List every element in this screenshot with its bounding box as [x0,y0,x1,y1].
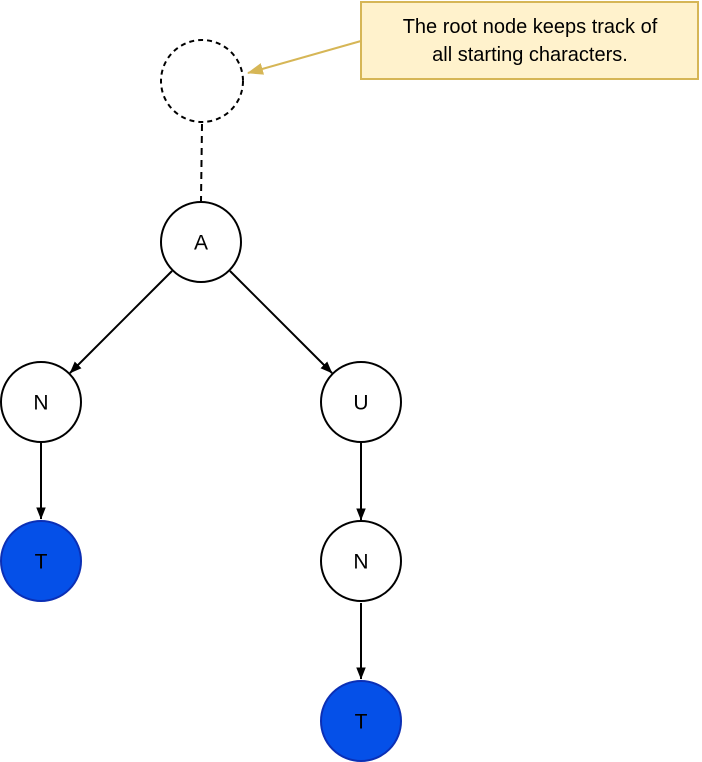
node-root [160,39,244,123]
node-u [320,361,402,443]
node-t-right [320,680,402,762]
node-u-label: U [353,392,368,415]
node-n-left [0,361,82,443]
edge-a-u [229,270,333,374]
edge-root-a [200,123,203,202]
annotation-box [360,1,699,80]
annotation-arrow [247,40,362,75]
annotation-text-line2: all starting characters. [432,44,628,66]
node-t-left [0,520,82,602]
node-t-right-label: T [355,711,368,734]
edge-a-n [69,270,173,374]
node-n-right-label: N [353,551,368,574]
node-n-right [320,520,402,602]
node-t-left-label: T [35,551,48,574]
node-a [160,201,242,283]
node-a-label: A [194,232,208,255]
node-n-left-label: N [33,392,48,415]
annotation-text-line1: The root node keeps track of [403,16,658,38]
